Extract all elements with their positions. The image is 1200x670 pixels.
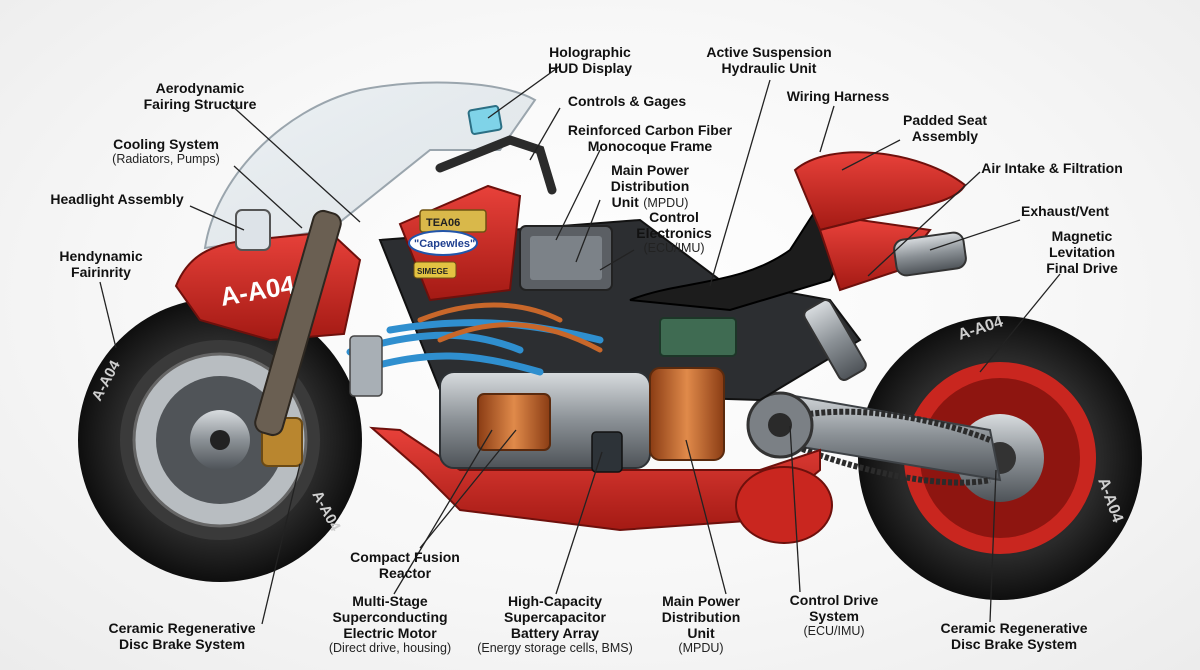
label-line: Fairinrity [71,264,131,281]
label-supercapacitor-battery: High-Capacity Supercapacitor Battery Arr… [470,593,640,656]
label-line: High-Capacity [507,593,603,609]
label-line: Holographic [549,44,631,60]
label-cooling-system: Cooling System (Radiators, Pumps) [96,136,236,166]
label-headlight-assembly: Headlight Assembly [42,191,192,207]
label-line: Unit [687,625,715,642]
label-line: Ceramic Regenerative [940,620,1088,636]
hud-display [467,105,503,135]
label-active-suspension: Active Suspension Hydraulic Unit [694,44,844,76]
label-ceramic-brake-left: Ceramic Regenerative Disc Brake System [92,620,272,652]
label-line: Reinforced Carbon Fiber [567,122,733,138]
label-exhaust-vent: Exhaust/Vent [1010,203,1120,219]
front-fork [254,209,342,437]
label-line: Unit [611,194,639,211]
label-holographic-hud-display: Holographic HUD Display [520,44,660,76]
label-line: Control Drive [789,592,879,608]
windscreen [203,81,537,250]
label-line: Disc Brake System [950,636,1078,653]
label-hendynamic: Hendynamic Fairinrity [46,248,156,280]
label-line: Control [649,209,699,225]
label-controls-gages: Controls & Gages [552,93,702,109]
label-line: Distribution [661,609,741,626]
exhaust-pipe [893,231,967,277]
label-superconducting-motor: Multi-Stage Superconducting Electric Mot… [320,593,460,656]
label-line: Air Intake & Filtration [981,160,1123,176]
label-line: Electronics [636,225,712,242]
label-line: Superconducting [332,609,448,626]
label-carbon-fiber-frame: Reinforced Carbon Fiber Monocoque Frame [560,122,740,154]
label-compact-fusion-reactor: Compact Fusion Reactor [340,549,470,581]
label-line: Battery Array [510,625,600,642]
rear-shock [803,299,867,381]
label-line: Final Drive [1046,260,1118,277]
label-line: Active Suspension [706,44,832,60]
tank-badge: "Capewles" [414,238,475,250]
label-aerodynamic-fairing: Aerodynamic Fairing Structure [130,80,270,112]
tank-sticker: SIMEGE [417,267,449,276]
label-line: Aerodynamic [155,80,245,96]
label-line: Headlight Assembly [50,191,184,207]
label-line: Ceramic Regenerative [108,620,256,636]
label-subtext: (Direct drive, housing) [328,641,452,656]
label-line: Exhaust/Vent [1021,203,1109,219]
label-line: Main Power [662,593,740,609]
handlebar [435,135,557,195]
label-wiring-harness: Wiring Harness [772,88,904,104]
headlight [235,209,271,251]
label-line: Reactor [378,565,432,582]
label-air-intake: Air Intake & Filtration [972,160,1132,176]
label-line: Disc Brake System [118,636,246,653]
label-subtext: (ECU/IMU) [803,624,865,639]
label-line: Controls & Gages [567,93,687,109]
label-subtext: (MPDU) [643,196,689,211]
engine-block [346,302,725,473]
label-line: Fairing Structure [143,96,257,113]
label-line: Supercapacitor [504,609,606,626]
label-subtext: (ECU/IMU) [643,241,705,256]
label-line: Padded Seat [902,112,988,128]
label-line: Distribution [610,178,690,195]
label-padded-seat: Padded Seat Assembly [880,112,1010,144]
label-line: Hydraulic Unit [721,60,817,77]
label-line: Assembly [911,128,979,145]
label-line: HUD Display [547,60,633,77]
front-wheel: A-A04 A-A04 [78,298,362,582]
rear-electronics-box [659,317,737,357]
label-main-power-distribution-bottom: Main Power Distribution Unit (MPDU) [636,593,766,656]
label-line: Compact Fusion [350,549,460,565]
label-line: Hendynamic [59,248,143,264]
label-line: Wiring Harness [786,88,890,104]
label-control-electronics: Control Electronics (ECU/IMU) [624,209,724,256]
label-line: Levitation [1048,244,1116,261]
label-subtext: (MPDU) [678,641,724,656]
label-control-drive-system: Control Drive System (ECU/IMU) [774,592,894,639]
label-subtext: (Radiators, Pumps) [112,152,220,167]
label-line: Main Power [611,162,689,178]
leader-lines [99,65,1061,625]
label-main-power-distribution-top: Main Power Distribution Unit (MPDU) [590,162,710,213]
label-ceramic-brake-right: Ceramic Regenerative Disc Brake System [924,620,1104,652]
label-line: Magnetic [1051,228,1113,244]
label-line: Multi-Stage [352,593,428,609]
tank-tag: TEA06 [426,217,460,229]
label-line: Cooling System [113,136,219,152]
label-subtext: (Energy storage cells, BMS) [477,641,633,656]
label-line: System [809,608,859,625]
tail-cowl [793,151,967,232]
label-line: Monocoque Frame [587,138,713,155]
label-magnetic-levitation: Magnetic Levitation Final Drive [1032,228,1132,276]
label-line: Electric Motor [343,625,437,642]
